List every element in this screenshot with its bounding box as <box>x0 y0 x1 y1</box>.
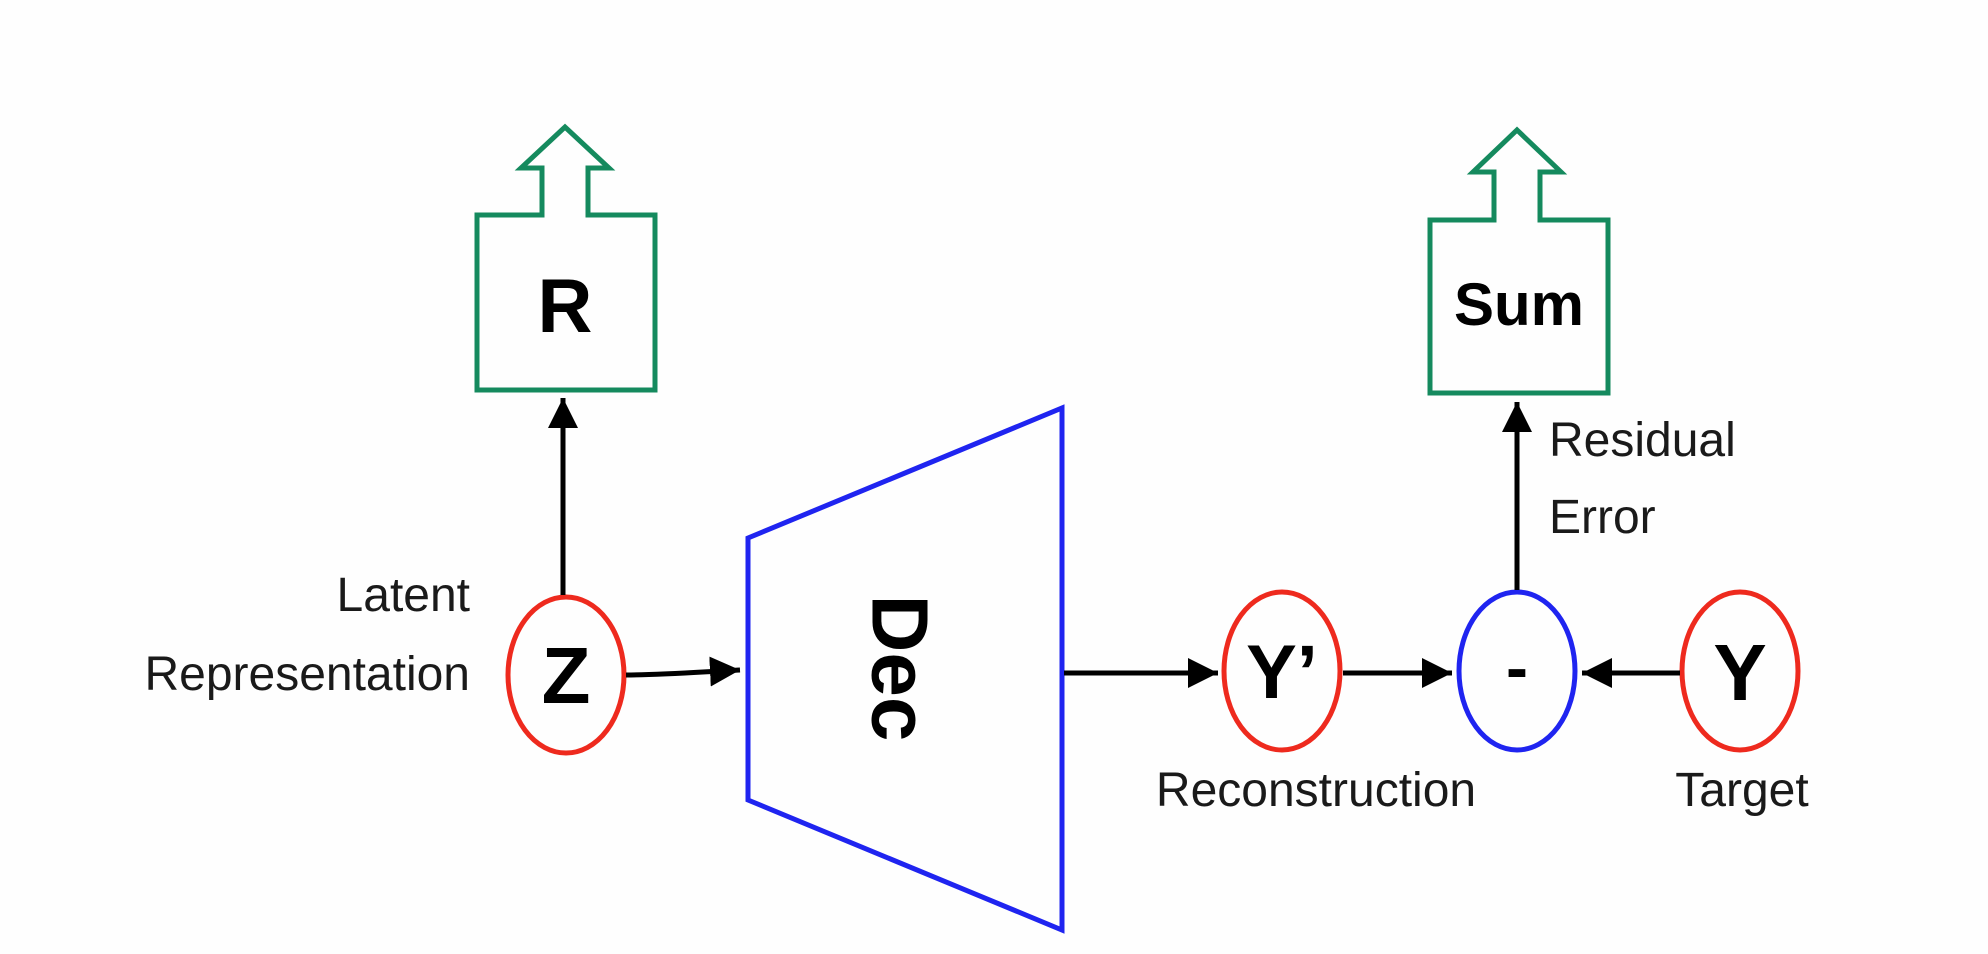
r-output-box: R <box>474 123 658 393</box>
reconstruction-label: Reconstruction <box>1156 764 1476 817</box>
r-box-shape <box>474 123 658 393</box>
residual-label-line1: Residual <box>1549 414 1736 467</box>
sum-box-shape <box>1427 126 1611 396</box>
latent-label-line2: Representation <box>144 648 470 701</box>
subtract-circle <box>1456 589 1578 753</box>
z-label: Z <box>542 631 591 720</box>
decoder-label: Dec <box>856 595 945 742</box>
latent-label-line1: Latent <box>337 569 470 622</box>
subtract-node: - <box>1456 589 1578 753</box>
y-prime-circle <box>1221 589 1343 753</box>
y-label: Y <box>1713 628 1766 717</box>
subtract-label: - <box>1506 630 1528 704</box>
target-label: Target <box>1675 764 1808 817</box>
arrow-z-to-dec <box>625 656 741 687</box>
y-prime-label: Y’ <box>1246 630 1318 715</box>
r-label: R <box>538 264 593 349</box>
z-circle <box>505 594 627 756</box>
decoder-block: Dec <box>745 404 1065 934</box>
sum-label: Sum <box>1454 271 1584 338</box>
z-node: Z <box>505 594 627 756</box>
y-node: Y <box>1679 589 1801 753</box>
sum-output-box: Sum <box>1427 126 1611 396</box>
y-circle <box>1679 589 1801 753</box>
decoder-shape <box>745 404 1065 934</box>
residual-label-line2: Error <box>1549 491 1656 544</box>
y-prime-node: Y’ <box>1221 589 1343 753</box>
